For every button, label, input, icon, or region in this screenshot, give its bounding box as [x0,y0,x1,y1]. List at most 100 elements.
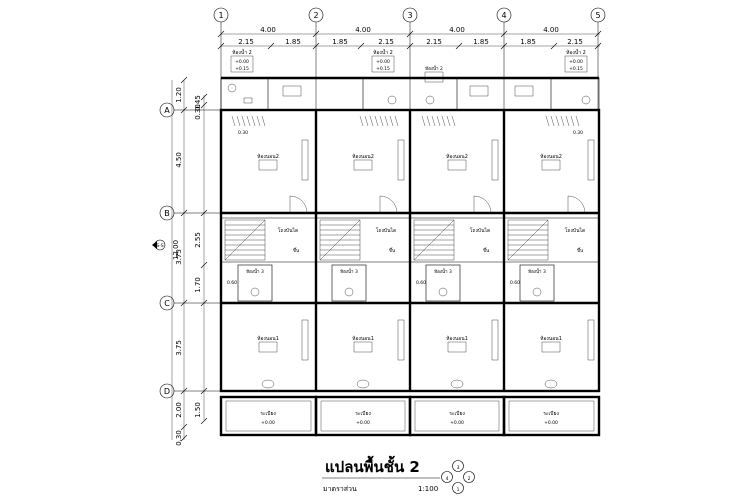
grid-label-A: A [164,106,170,115]
dim-offset-1: 0.30 [238,130,248,136]
bedroom-2-unit-3: ห้องนอน2 [446,153,468,171]
dim-top-minor-1: 2.15 [238,38,254,46]
door-swing-4 [567,195,586,214]
section-mark-label: S-S [156,243,163,249]
stair-1 [224,219,266,261]
balcony-label-1: ระเบียง [260,410,276,417]
building-walls [219,108,601,393]
room-label: ห้องน้ำ 2 [425,65,443,72]
left-dimension-inner: 0.45 0.30 2.55 1.70 1.50 [194,93,208,425]
grid-label-B: B [164,209,170,218]
dim-top-major-2: 4.00 [355,26,371,34]
room-label: ห้องนอน2 [257,153,279,160]
room-label: โถงบันได [565,227,586,234]
dim-top-major-1: 4.00 [260,26,276,34]
dim-left-outer-4: 3.75 [175,340,183,356]
room-label: ห้องน้ำ 2 [232,47,252,56]
grid-label-C: C [164,299,170,308]
dim-left-outer-1: 1.20 [175,87,183,103]
dim-bath-offset: 0.60 [227,280,237,286]
dim-left-inner-1: 0.45 [194,95,202,111]
dim-left-total: 12.00 [172,240,180,260]
dim-offset-2: 0.30 [573,130,583,136]
room-label: ห้องนอน1 [352,335,374,342]
wardrobe-1 [301,139,309,181]
level-tag: +0.00 [261,420,275,426]
bedroom-2-row: ห้องนอน2 ห้องนอน2 ห้องนอน2 ห้องนอน2 [257,139,595,214]
level-box [353,159,373,171]
level-box [258,159,278,171]
section-arrow-icon [152,241,157,249]
level-tag: +0.00 [356,420,370,426]
bathroom-3-row: ห้องน้ำ 3 0.60 ห้องน้ำ 3 ห้องน้ำ 3 0.60 … [227,264,555,302]
room-label: ห้องน้ำ 3 [528,268,546,275]
bath-3-unit-2: ห้องน้ำ 3 [331,264,367,302]
bedroom-1-unit-4: ห้องนอน1 [540,335,562,353]
level-box [282,85,302,97]
room-label: ห้องน้ำ 3 [340,268,358,275]
left-dimension-outer: 1.20 4.50 3.75 3.75 2.00 0.30 [175,76,188,446]
level-tag: +0.00 [569,59,583,65]
window-hatch [231,115,580,127]
bedroom-1-unit-2: ห้องนอน1 [352,335,374,353]
level-tag: +0.00 [376,59,390,65]
toilet-icon [387,95,397,105]
dim-bath-offset: 0.60 [416,280,426,286]
top-bathroom-strip: ห้องน้ำ 2 +0.00 +0.15 ห้องน้ำ 2 +0.00 +0… [220,47,600,136]
balcony-label-2: ระเบียง [355,410,371,417]
room-label: ห้องนอน2 [352,153,374,160]
level-tag: +0.15 [235,66,249,72]
dim-left-inner-2: 0.30 [194,104,202,120]
level-tag: +0.00 [450,420,464,426]
up-mark: ขึ้น [483,247,489,254]
dim-left-inner-5: 1.50 [194,402,202,418]
toilet-icon [227,83,237,93]
grid-column-bubbles: 1 2 3 4 5 [213,7,606,23]
top-dimension-minor: 2.15 1.85 1.85 2.15 2.15 1.85 1.85 2.15 [217,38,602,50]
dim-bath-offset: 0.60 [510,280,520,286]
wardrobe-5 [301,319,309,361]
balcony-label-4: ระเบียง [543,410,559,417]
bedroom-2-unit-1: ห้องนอน2 [257,153,279,171]
grid-row-bubbles: A B C D [159,102,175,399]
room-label: ห้องนอน2 [540,153,562,160]
room-label: ห้องนอน1 [446,335,468,342]
bedroom-1-unit-1: ห้องนอน1 [257,335,279,353]
level-tag: +0.00 [235,59,249,65]
dim-top-major-3: 4.00 [449,26,465,34]
level-box [514,85,534,97]
stair-hall-row: โถงบันได ขึ้น โถงบันได ขึ้น โถงบันได ขึ้… [224,219,586,261]
dim-left-inner-4: 1.70 [194,277,202,293]
toilet-icon [344,287,354,297]
orientation-mark: 4 [446,476,449,482]
room-label: โถงบันได [376,227,397,234]
dim-left-inner-3: 2.55 [194,232,202,248]
bedroom-2-unit-2: ห้องนอน2 [352,153,374,171]
scale-label: มาตราส่วน [323,485,357,493]
balcony-row: ระเบียง +0.00 ระเบียง +0.00 ระเบียง +0.0… [219,395,601,437]
dim-top-minor-3: 1.85 [332,38,348,46]
grid-label-5: 5 [595,11,600,20]
dim-top-minor-4: 2.15 [378,38,394,46]
toilet-icon [532,287,542,297]
scale-value: 1:100 [418,485,438,493]
window-tags [261,379,558,389]
toilet-icon [250,287,260,297]
room-label: ห้องน้ำ 2 [566,47,586,56]
grid-label-D: D [164,387,170,396]
grid-column-lines [220,22,599,110]
up-mark: ขึ้น [577,247,583,254]
wardrobe-2 [397,139,405,181]
dim-top-minor-2: 1.85 [285,38,301,46]
room-label: ห้องนอน2 [446,153,468,160]
bath-3-unit-4: ห้องน้ำ 3 0.60 [510,264,555,302]
orientation-symbol-icon: 3 2 1 4 [441,460,475,494]
room-label: ห้องน้ำ 3 [246,268,264,275]
toilet-icon [438,287,448,297]
level-box [541,341,561,353]
level-box [541,159,561,171]
wardrobe-8 [587,319,595,361]
dim-top-minor-7: 1.85 [520,38,536,46]
stair-3 [413,219,455,261]
bedroom-1-unit-3: ห้องนอน1 [446,335,468,353]
